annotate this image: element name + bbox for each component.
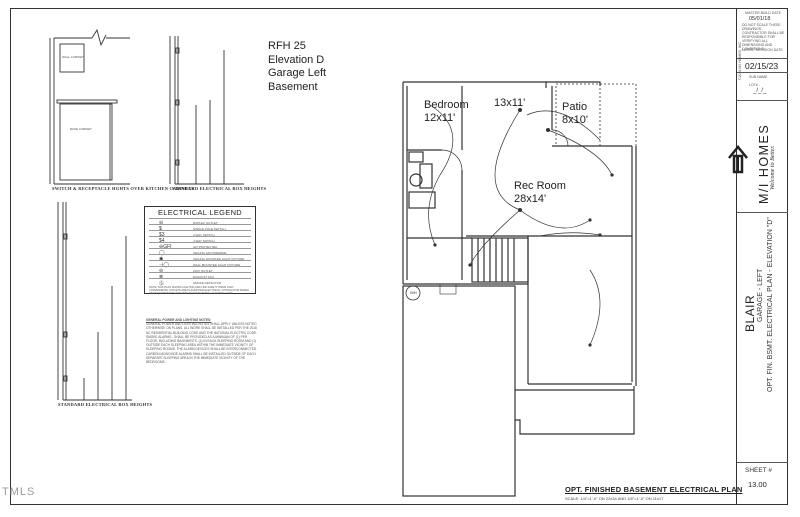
sheet-number: 13.00 [748,480,767,489]
water-heater-label: WH [410,290,417,295]
legend-row: ◯CEILING FAN PREWIRE [149,248,251,257]
legend-footnote: NOTE: THIS PLAN SHOWS LIGHTING AND LIFE … [149,286,249,295]
room-rec-label: Rec Room [514,180,566,192]
legend-row: ◉CEILING MOUNTED LIGHT FIXTURE [149,254,251,263]
lot-date-blank: _/_/_ [753,88,767,94]
wall-cabinet-label: WALL CABINET [62,55,84,59]
room-bedroom-size: 12x11' [424,112,456,124]
latest-revision-label: LATEST REVISION DATE [742,48,783,52]
base-cabinet-label: BASE CABINET [70,127,92,131]
listing-watermark: TMLS [2,486,36,498]
legend-row: ⊗EXHAUST FAN [149,272,251,281]
legend-row: ⊖DUPLEX OUTLET [149,218,251,227]
plan-scale: SCALE: 1/4"=1'-0" ON 22x34 AND 1/8"=1'-0… [565,496,664,501]
house-logo-icon [728,145,748,174]
latest-revision-date: 02/15/23 [745,61,779,71]
legend-title: ELECTRICAL LEGEND [157,208,242,217]
legend-row: ⊖220V OUTLET [149,266,251,275]
title-block: MASTER BUILD DATE 05/01/18 DO NOT SCALE … [728,8,788,505]
room-patio-label: Patio [562,101,588,113]
legend-row: ⊣◯WALL MOUNTED LIGHT FIXTURE [149,260,251,269]
plan-header-note: RFH 25 Elevation D Garage Left Basement [268,40,326,94]
box-heights-caption-top: STANDARD ELECTRICAL BOX HEIGHTS [172,186,267,191]
notes-heading: GENERAL POWER AND LIGHTING NOTES: [146,318,212,322]
level-label: Basement [268,80,318,93]
general-notes: GENERAL POWER AND LIGHTING NOTES: GENERA… [146,318,258,406]
notes-body: GENERAL POWER AND LIGHTING NOTES SHALL A… [146,322,258,365]
revision-box: MASTER BUILD DATE 05/01/18 DO NOT SCALE … [737,8,788,59]
elevation-label: Elevation D [268,53,325,66]
garage-label: Garage Left [268,67,327,79]
master-build-date-label: MASTER BUILD DATE [745,11,781,15]
room-bedroom-label: Bedroom [424,99,469,111]
revision-notes: DO NOT SCALE THESE DRAWINGS. CONTRACTOR … [742,23,785,51]
room-rec-size: 28x14' [514,193,547,205]
room-flex-size: 13x11' [494,97,526,109]
electrical-legend: ELECTRICAL LEGEND ⊖DUPLEX OUTLET $SINGLE… [144,206,256,295]
sheet-label: SHEET # [745,467,772,474]
kitchen-detail-caption: SWITCH & RECEPTACLE HGHTS OVER KITCHEN C… [52,186,195,191]
plan-title: OPT. FINISHED BASEMENT ELECTRICAL PLAN [565,485,743,494]
lot-label: LOT# - [749,83,760,87]
master-build-date: 05/01/18 [749,16,771,22]
box-heights-caption-bottom: STANDARD ELECTRICAL BOX HEIGHTS [58,402,153,407]
drawing-sheet-border [10,8,788,505]
plan-code: RFH 25 [268,40,306,52]
room-patio-size: 8x10' [562,114,588,126]
legend-row: $SINGLE POLE SWITCH [149,224,251,233]
sub-name-label: SUB NAME [749,75,768,79]
